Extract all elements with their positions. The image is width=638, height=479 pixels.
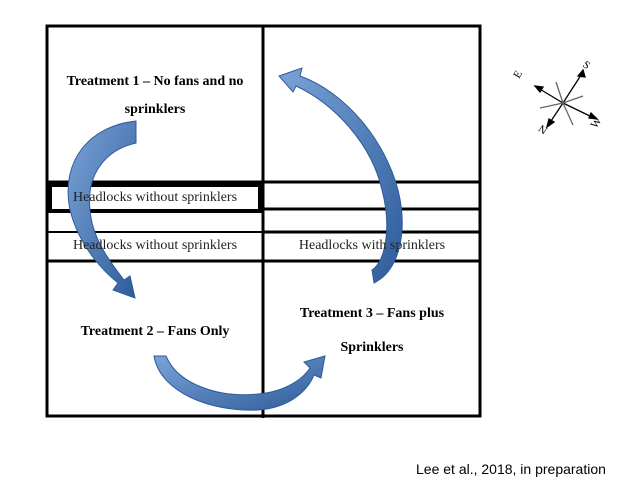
treatment-3-line-2: Sprinklers xyxy=(340,340,404,355)
treatment-1-line-2: sprinklers xyxy=(124,102,186,117)
arrow-t2-to-t3 xyxy=(153,355,326,411)
citation: Lee et al., 2018, in preparation xyxy=(416,461,606,477)
treatment-1-line-1: Treatment 1 – No fans and no xyxy=(66,74,244,89)
compass-south: S xyxy=(580,59,592,72)
compass-east: E xyxy=(511,68,525,80)
treatment-1-label: Treatment 1 – No fans and no sprinklers xyxy=(50,74,260,118)
compass-labels: S E W N xyxy=(511,59,605,136)
headlocks-upper-left: Headlocks without sprinklers xyxy=(72,190,238,205)
treatment-2-label: Treatment 2 – Fans Only xyxy=(80,324,230,339)
headlocks-lower-right: Headlocks with sprinklers xyxy=(298,238,446,253)
pen-outline xyxy=(45,24,482,418)
arrow-t3-to-t1 xyxy=(278,67,403,284)
headlocks-lower-left: Headlocks without sprinklers xyxy=(72,238,238,253)
treatment-3-label: Treatment 3 – Fans plus Sprinklers xyxy=(266,306,478,356)
arrow-t1-to-t2 xyxy=(67,120,137,299)
treatment-3-line-1: Treatment 3 – Fans plus xyxy=(299,306,445,321)
compass-rose xyxy=(533,68,599,129)
